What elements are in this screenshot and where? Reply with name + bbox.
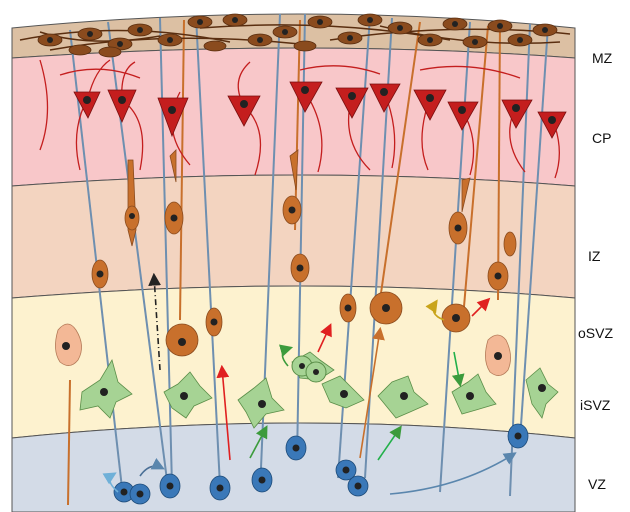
zone-label-cp: CP	[592, 130, 611, 146]
zone-label-osvz: oSVZ	[578, 325, 613, 341]
zone-label-vz: VZ	[588, 476, 606, 492]
zone-label-isvz: iSVZ	[580, 397, 610, 413]
zone-label-mz: MZ	[592, 50, 612, 66]
zone-label-iz: IZ	[588, 248, 600, 264]
